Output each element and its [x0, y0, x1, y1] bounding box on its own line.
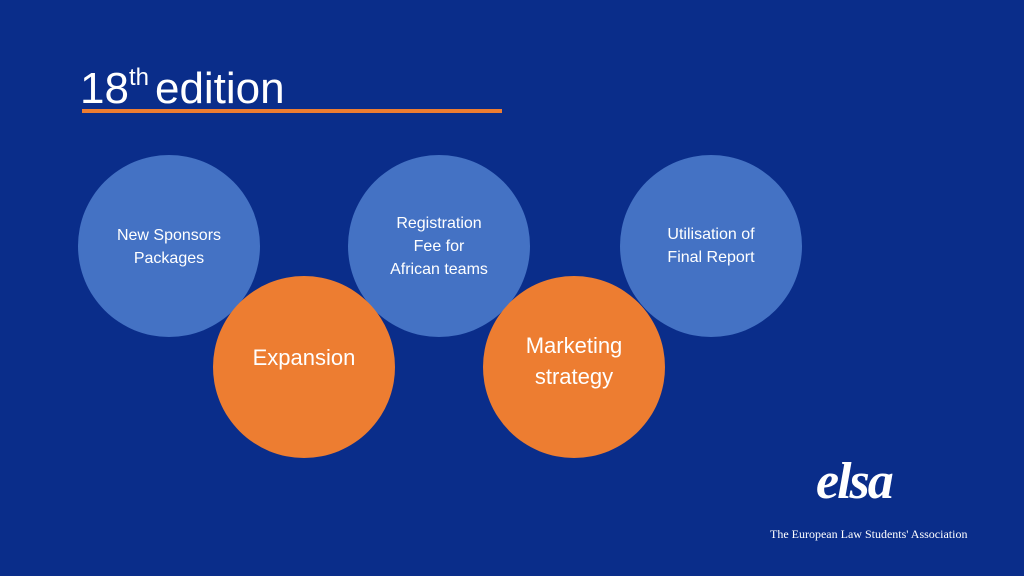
circle-marketing-label: Marketing strategy — [525, 333, 623, 389]
circle-expansion: Expansion — [213, 276, 395, 458]
circle-marketing: Marketing strategy — [483, 276, 665, 458]
circle-expansion-label: Expansion — [252, 344, 356, 370]
title-underline — [82, 109, 502, 113]
title-superscript: th — [128, 64, 149, 91]
title-number: 18 — [80, 64, 129, 113]
title-text: edition — [154, 64, 285, 113]
circle-new-sponsors: New Sponsors Packages — [78, 155, 260, 337]
circle-utilisation-label: Utilisation of Final Report — [667, 226, 755, 266]
circle-new-sponsors-label: New Sponsors Packages — [116, 227, 222, 267]
logo-tagline: The European Law Students' Association — [770, 527, 968, 541]
circle-registration-fee-label: Registration Fee for African teams — [390, 214, 488, 278]
elsa-logo: elsa — [816, 453, 894, 510]
circle-utilisation: Utilisation of Final Report — [620, 155, 802, 337]
circle-registration-fee: Registration Fee for African teams — [348, 155, 530, 337]
